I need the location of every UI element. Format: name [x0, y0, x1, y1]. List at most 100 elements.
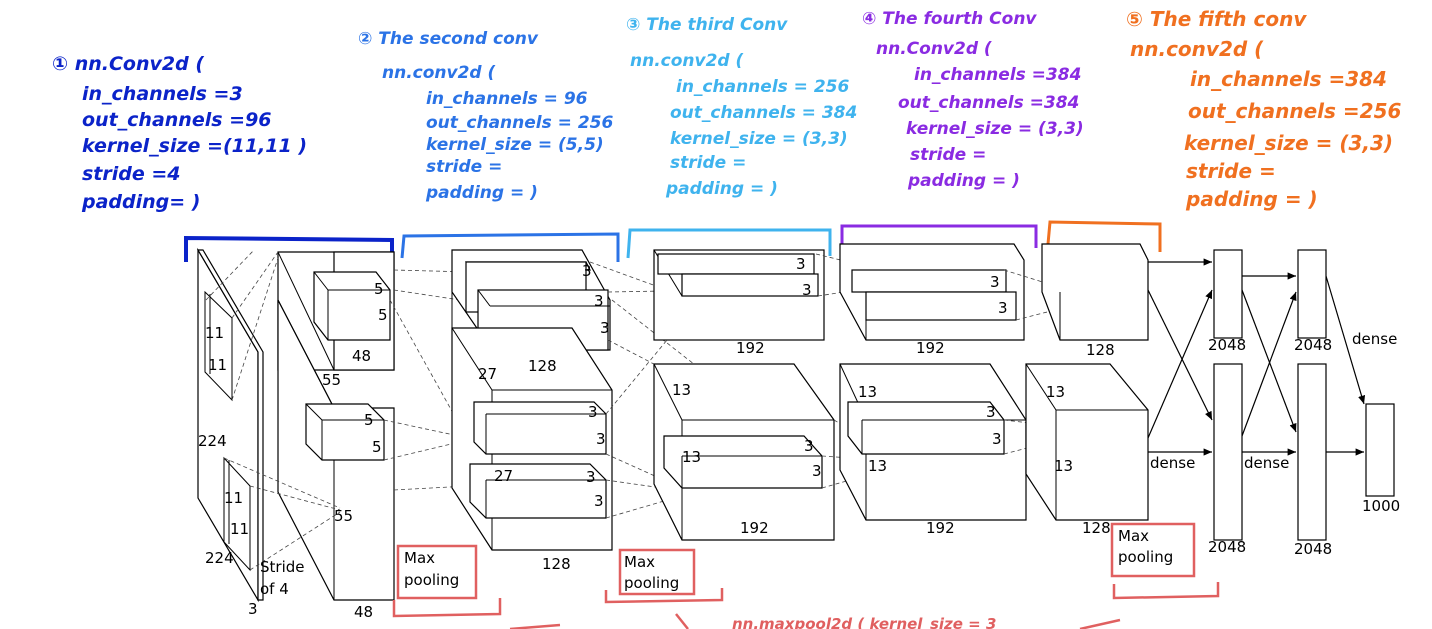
maxpool-box-2: Max pooling — [618, 548, 696, 596]
svg-text:in_channels =384: in_channels =384 — [1190, 67, 1387, 91]
svg-text:stride =4: stride =4 — [82, 163, 181, 185]
svg-text:224: 224 — [198, 432, 227, 450]
svg-text:11: 11 — [230, 520, 249, 538]
svg-text:② The second conv: ② The second conv — [358, 29, 539, 49]
svg-text:Max: Max — [1118, 527, 1149, 545]
svg-text:stride =: stride = — [670, 153, 746, 173]
svg-text:out_channels =256: out_channels =256 — [1188, 99, 1401, 123]
svg-text:48: 48 — [354, 603, 373, 621]
svg-text:192: 192 — [916, 339, 945, 357]
svg-text:13: 13 — [672, 381, 691, 399]
svg-text:Max: Max — [404, 549, 435, 567]
svg-text:3: 3 — [796, 255, 806, 273]
conv4-volume — [839, 243, 1027, 521]
svg-text:④ The fourth Conv: ④ The fourth Conv — [862, 9, 1037, 29]
bottom-brackets — [392, 582, 1220, 629]
svg-text:224: 224 — [205, 549, 234, 567]
svg-text:of 4: of 4 — [260, 580, 289, 598]
svg-text:192: 192 — [740, 519, 769, 537]
svg-text:3: 3 — [248, 600, 258, 618]
svg-text:3: 3 — [586, 468, 596, 486]
svg-text:2048: 2048 — [1208, 336, 1246, 354]
svg-text:128: 128 — [1086, 341, 1115, 359]
svg-text:kernel_size =(11,11 ): kernel_size =(11,11 ) — [82, 135, 307, 157]
svg-text:3: 3 — [990, 273, 1000, 291]
svg-text:1000: 1000 — [1362, 497, 1400, 515]
svg-text:in_channels = 96: in_channels = 96 — [426, 89, 588, 109]
note-conv1: ① nn.Conv2d ( in_channels =3 out_channel… — [52, 53, 307, 213]
svg-text:padding = ): padding = ) — [665, 179, 778, 199]
svg-text:13: 13 — [682, 448, 701, 466]
fc-arrows — [1147, 258, 1366, 456]
svg-text:27: 27 — [478, 365, 497, 383]
bracket-conv2 — [400, 232, 620, 262]
svg-text:out_channels = 256: out_channels = 256 — [426, 113, 613, 133]
svg-text:13: 13 — [868, 457, 887, 475]
svg-text:nn.conv2d (: nn.conv2d ( — [1130, 37, 1264, 61]
svg-text:3: 3 — [992, 430, 1002, 448]
svg-text:stride =: stride = — [426, 157, 502, 177]
svg-text:3: 3 — [804, 437, 814, 455]
svg-text:13: 13 — [858, 383, 877, 401]
svg-text:3: 3 — [596, 430, 606, 448]
svg-text:55: 55 — [334, 507, 353, 525]
svg-text:out_channels = 384: out_channels = 384 — [670, 103, 857, 123]
svg-text:pooling: pooling — [624, 574, 679, 592]
conv5-volume — [1025, 243, 1149, 521]
svg-text:3: 3 — [582, 262, 592, 280]
note-conv4: ④ The fourth Conv nn.Conv2d ( in_channel… — [862, 9, 1084, 191]
dimension-labels: 11 11 224 11 11 224 3 Stride of 4 55 55 … — [198, 255, 1400, 621]
svg-text:⑤ The fifth conv: ⑤ The fifth conv — [1126, 7, 1307, 31]
svg-text:128: 128 — [542, 555, 571, 573]
svg-text:5: 5 — [378, 306, 388, 324]
svg-text:dense: dense — [1150, 454, 1195, 472]
conv2-volume — [451, 249, 613, 551]
svg-text:3: 3 — [986, 403, 996, 421]
svg-text:in_channels =3: in_channels =3 — [82, 83, 243, 105]
svg-text:3: 3 — [594, 292, 604, 310]
svg-text:11: 11 — [205, 324, 224, 342]
svg-text:padding = ): padding = ) — [1185, 187, 1318, 211]
svg-text:③ The third Conv: ③ The third Conv — [626, 15, 788, 35]
svg-text:2048: 2048 — [1294, 540, 1332, 558]
svg-text:kernel_size = (3,3): kernel_size = (3,3) — [670, 129, 848, 149]
svg-text:kernel_size = (3,3): kernel_size = (3,3) — [906, 119, 1084, 139]
svg-text:3: 3 — [588, 403, 598, 421]
note-conv3: ③ The third Conv nn.conv2d ( in_channels… — [626, 15, 857, 199]
svg-text:dense: dense — [1352, 330, 1397, 348]
svg-text:5: 5 — [372, 438, 382, 456]
svg-text:padding = ): padding = ) — [425, 183, 538, 203]
svg-text:128: 128 — [528, 357, 557, 375]
svg-text:kernel_size = (5,5): kernel_size = (5,5) — [426, 135, 604, 155]
svg-text:padding= ): padding= ) — [81, 191, 200, 213]
svg-text:kernel_size = (3,3): kernel_size = (3,3) — [1184, 131, 1393, 155]
svg-text:128: 128 — [1082, 519, 1111, 537]
svg-text:Stride: Stride — [260, 558, 305, 576]
bracket-conv4 — [840, 224, 1038, 252]
svg-text:pooling: pooling — [1118, 548, 1173, 566]
svg-text:dense: dense — [1244, 454, 1289, 472]
svg-text:nn.conv2d (: nn.conv2d ( — [630, 51, 744, 71]
svg-text:stride =: stride = — [1186, 159, 1276, 183]
svg-text:2048: 2048 — [1208, 538, 1246, 556]
conv3-volume — [653, 249, 835, 541]
svg-text:3: 3 — [594, 492, 604, 510]
svg-text:13: 13 — [1054, 457, 1073, 475]
note-conv2: ② The second conv nn.conv2d ( in_channel… — [358, 29, 613, 203]
svg-text:in_channels = 256: in_channels = 256 — [676, 77, 850, 97]
svg-text:① nn.Conv2d (: ① nn.Conv2d ( — [52, 53, 204, 75]
svg-text:11: 11 — [224, 489, 243, 507]
svg-text:out_channels =96: out_channels =96 — [82, 109, 272, 131]
bracket-conv1 — [184, 235, 394, 262]
svg-text:pooling: pooling — [404, 571, 459, 589]
input-volume — [196, 247, 264, 603]
svg-text:192: 192 — [926, 519, 955, 537]
maxpool-box-1: Max pooling — [396, 544, 478, 600]
svg-text:13: 13 — [1046, 383, 1065, 401]
svg-text:nn.conv2d (: nn.conv2d ( — [382, 63, 496, 83]
svg-text:5: 5 — [364, 411, 374, 429]
svg-text:48: 48 — [352, 347, 371, 365]
conv1-volume — [277, 251, 395, 601]
note-conv5: ⑤ The fifth conv nn.conv2d ( in_channels… — [1126, 7, 1401, 211]
